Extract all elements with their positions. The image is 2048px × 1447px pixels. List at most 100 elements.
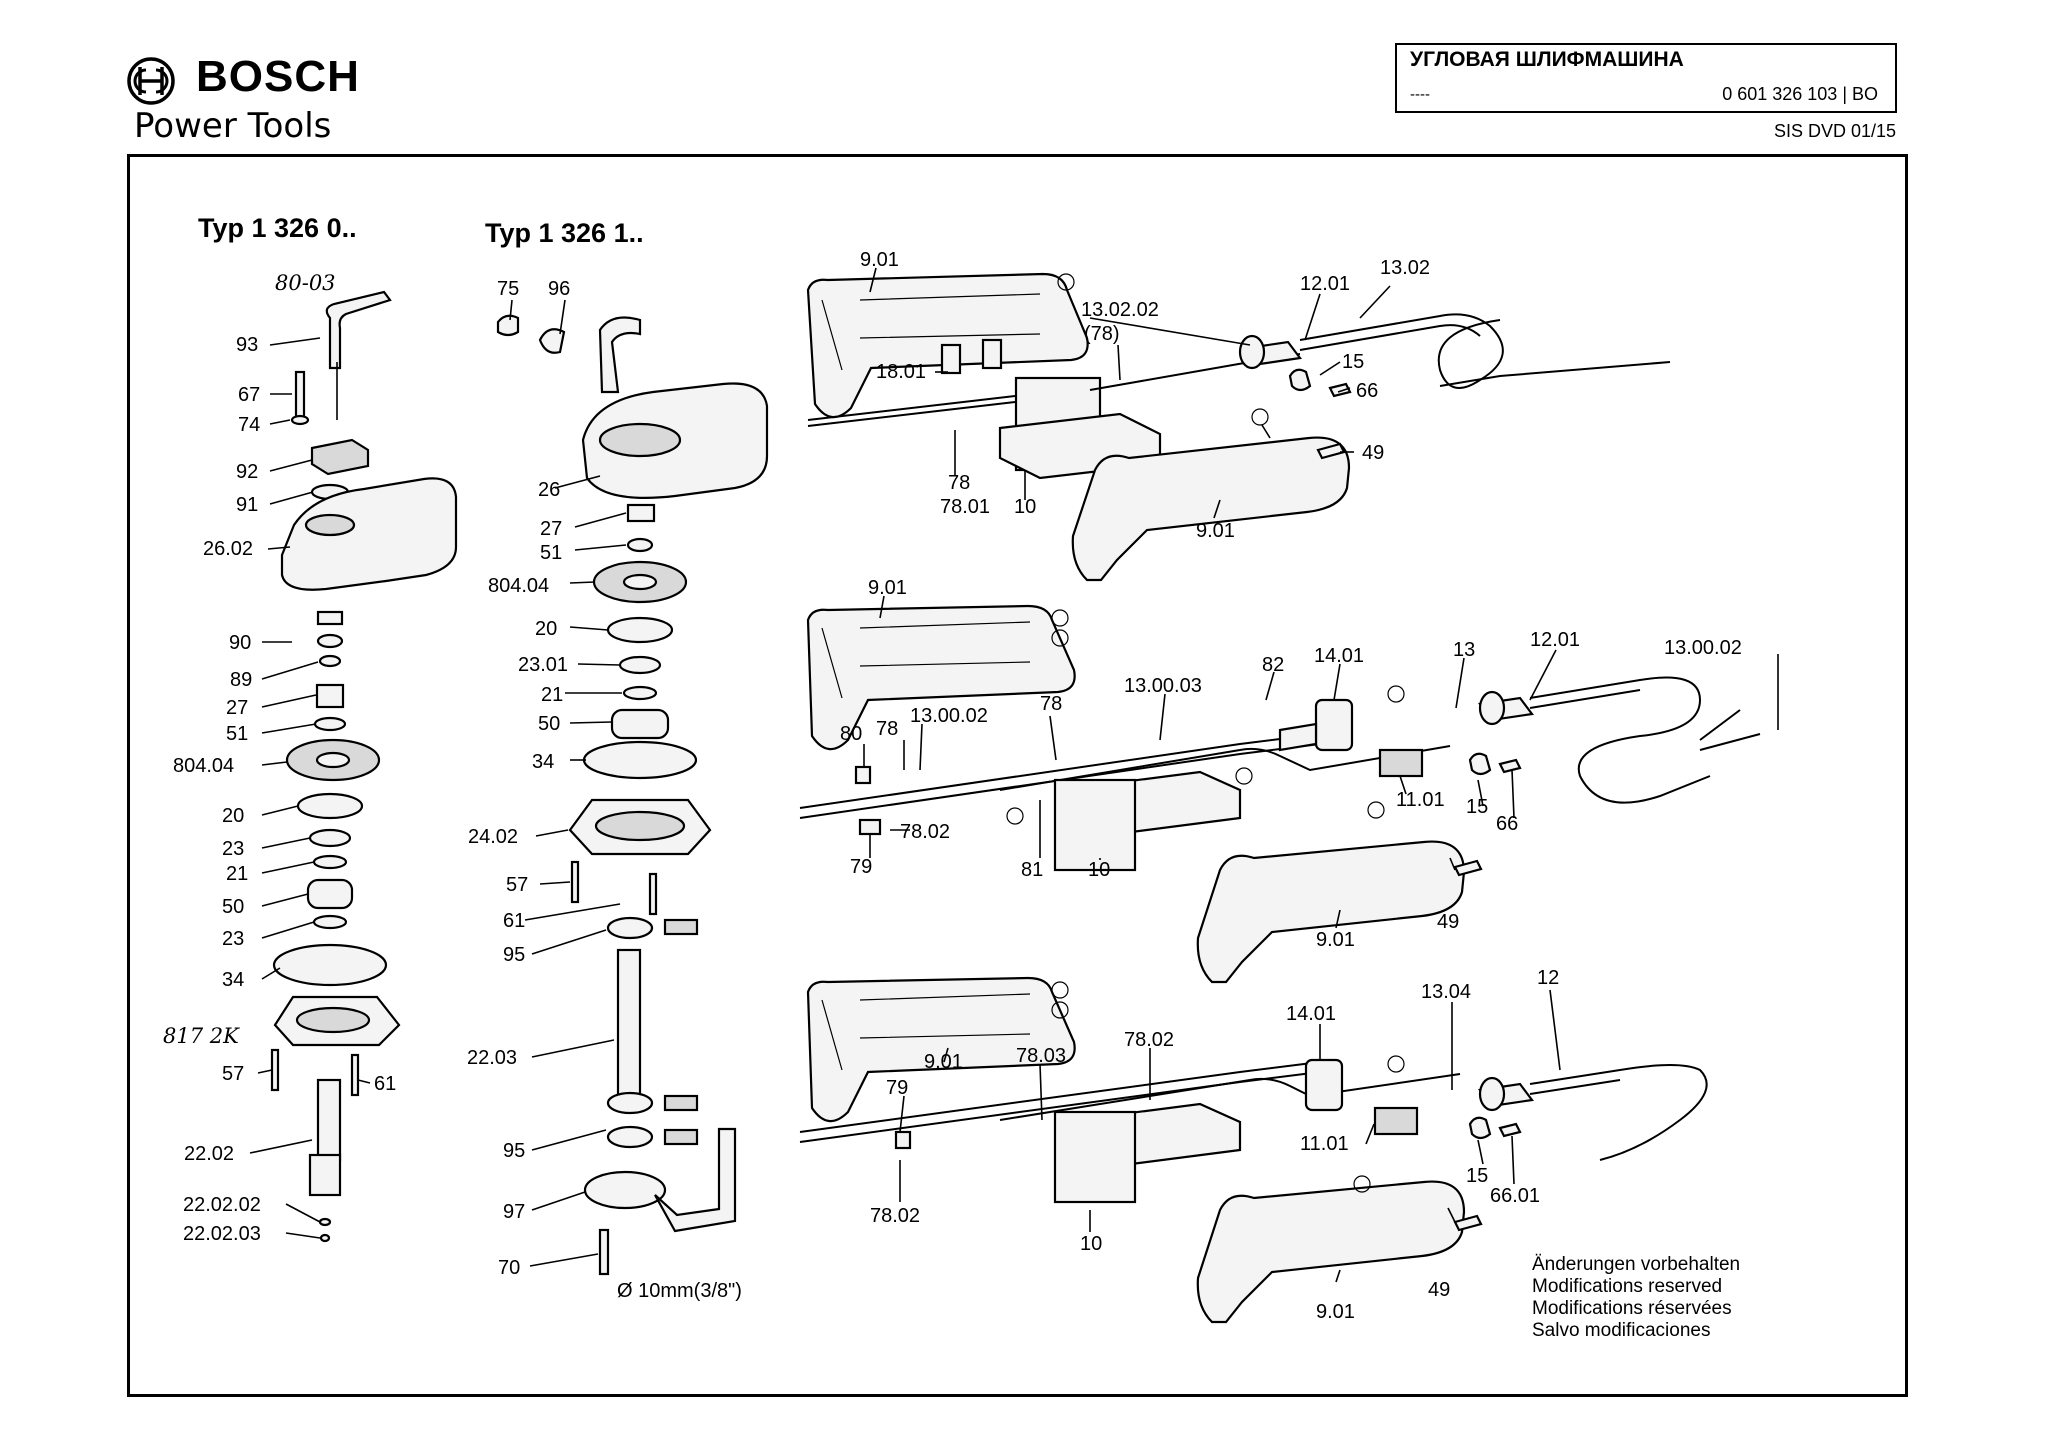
type-heading-mid: Typ 1 326 1.. [485, 218, 644, 248]
part-label: 80 [840, 723, 862, 745]
part-label: 57 [222, 1063, 244, 1085]
diagram-frame [127, 154, 1908, 1397]
note-line: Salvo modificaciones [1532, 1320, 1710, 1341]
part-label: 78.01 [940, 496, 990, 518]
part-label: 34 [222, 969, 244, 991]
part-label: 10 [1088, 859, 1110, 881]
modifications-note: Änderungen vorbehalten Modifications res… [1532, 1254, 1740, 1341]
part-label: 81 [1021, 859, 1043, 881]
mid-labels: 75 96 26 27 51 804.04 20 23.01 21 50 34 … [467, 278, 570, 1279]
part-label: 11.01 [1396, 789, 1445, 811]
part-label: 22.02 [184, 1143, 234, 1165]
part-label: 78.02 [900, 821, 950, 843]
part-label: 12 [1537, 967, 1559, 989]
note-line: Modifications reserved [1532, 1276, 1722, 1297]
part-label: 27 [540, 518, 562, 540]
part-label: 804.04 [488, 575, 549, 597]
part-label: 82 [1262, 654, 1284, 676]
part-label: 34 [532, 751, 554, 773]
part-label: 23 [222, 838, 244, 860]
part-label: 15 [1466, 796, 1488, 818]
part-label: 9.01 [1316, 929, 1355, 951]
type-heading-left: Typ 1 326 0.. [198, 213, 357, 243]
part-label: 61 [503, 910, 525, 932]
top-right-labels: 9.01 13.02.02 (78) 12.01 13.02 18.01 15 … [860, 249, 1430, 542]
part-label: 24.02 [468, 826, 518, 848]
bosch-logo-icon [127, 57, 175, 105]
page-title: УГЛОВАЯ ШЛИФМАШИНА [1410, 48, 1684, 71]
part-label: 78 [876, 718, 898, 740]
part-label: 23 [222, 928, 244, 950]
part-label: 92 [236, 461, 258, 483]
part-label: 78.03 [1016, 1045, 1066, 1067]
part-label: 91 [236, 494, 258, 516]
part-label: 20 [535, 618, 557, 640]
part-label: 79 [850, 856, 872, 878]
part-label: 78 [948, 472, 970, 494]
bottom-right-labels: 9.01 14.01 13.04 12 79 78.03 78.02 11.01… [870, 967, 1559, 1323]
part-label: 75 [497, 278, 519, 300]
part-label: 66 [1496, 813, 1518, 835]
handwritten-note-left: 817 2K [163, 1024, 240, 1048]
brand-subtitle: Power Tools [134, 106, 332, 146]
bottom-right-assembly [799, 976, 1708, 1324]
part-label: 74 [238, 414, 260, 436]
part-label: 51 [226, 723, 248, 745]
part-label: 26.02 [203, 538, 253, 560]
part-label: 20 [222, 805, 244, 827]
part-label: 50 [222, 896, 244, 918]
part-label: 78 [1040, 693, 1062, 715]
part-label: 96 [548, 278, 570, 300]
part-label: 79 [886, 1077, 908, 1099]
left-assembly [249, 290, 458, 1243]
title-block [1395, 43, 1897, 113]
part-label: 97 [503, 1201, 525, 1223]
part-label: 18.01 [876, 361, 926, 383]
part-label: 9.01 [868, 577, 907, 599]
part-label: 21 [226, 863, 248, 885]
part-label: 95 [503, 1140, 525, 1162]
part-label: 23.01 [518, 654, 568, 676]
part-label: 67 [238, 384, 260, 406]
note-line: Modifications réservées [1532, 1298, 1732, 1319]
title-subline: ---- [1410, 86, 1430, 103]
part-label: 15 [1466, 1165, 1488, 1187]
part-label: 89 [230, 669, 252, 691]
part-label: 61 [374, 1073, 396, 1095]
part-label: 26 [538, 479, 560, 501]
part-label: 78.02 [1124, 1029, 1174, 1051]
part-label: 49 [1437, 911, 1459, 933]
part-label: 57 [506, 874, 528, 896]
part-label: 13.04 [1421, 981, 1471, 1003]
part-label: 70 [498, 1257, 520, 1279]
part-label: 22.02.03 [183, 1223, 261, 1245]
part-label: 27 [226, 697, 248, 719]
sis-reference: SIS DVD 01/15 [1773, 121, 1896, 141]
part-label: 49 [1362, 442, 1384, 464]
part-label: 13 [1453, 639, 1475, 661]
part-label: 13.02 [1380, 257, 1430, 279]
part-label: 13.00.03 [1124, 675, 1202, 697]
part-label: (78) [1084, 323, 1120, 345]
part-label: 66 [1356, 380, 1378, 402]
part-label: 49 [1428, 1279, 1450, 1301]
part-label: 93 [236, 334, 258, 356]
part-label: 11.01 [1300, 1133, 1349, 1155]
note-line: Änderungen vorbehalten [1532, 1254, 1740, 1275]
part-label: 21 [541, 684, 563, 706]
part-label: 12.01 [1530, 629, 1580, 651]
left-labels: 93 67 74 92 91 26.02 90 89 27 51 804.04 … [173, 334, 396, 1245]
mid-assembly [496, 299, 769, 1276]
part-label: 9.01 [1316, 1301, 1355, 1323]
part-label: 50 [538, 713, 560, 735]
middle-right-labels: 9.01 82 14.01 13 12.01 13.00.02 13.00.03… [840, 577, 1742, 951]
part-label: 51 [540, 542, 562, 564]
top-right-assembly [806, 267, 1671, 582]
part-label: 13.02.02 [1081, 299, 1159, 321]
part-label: 10 [1080, 1233, 1102, 1255]
middle-right-assembly [799, 595, 1779, 984]
part-label: 78.02 [870, 1205, 920, 1227]
part-label: 13.00.02 [910, 705, 988, 727]
dimension-label: Ø 10mm(3/8") [617, 1280, 742, 1302]
